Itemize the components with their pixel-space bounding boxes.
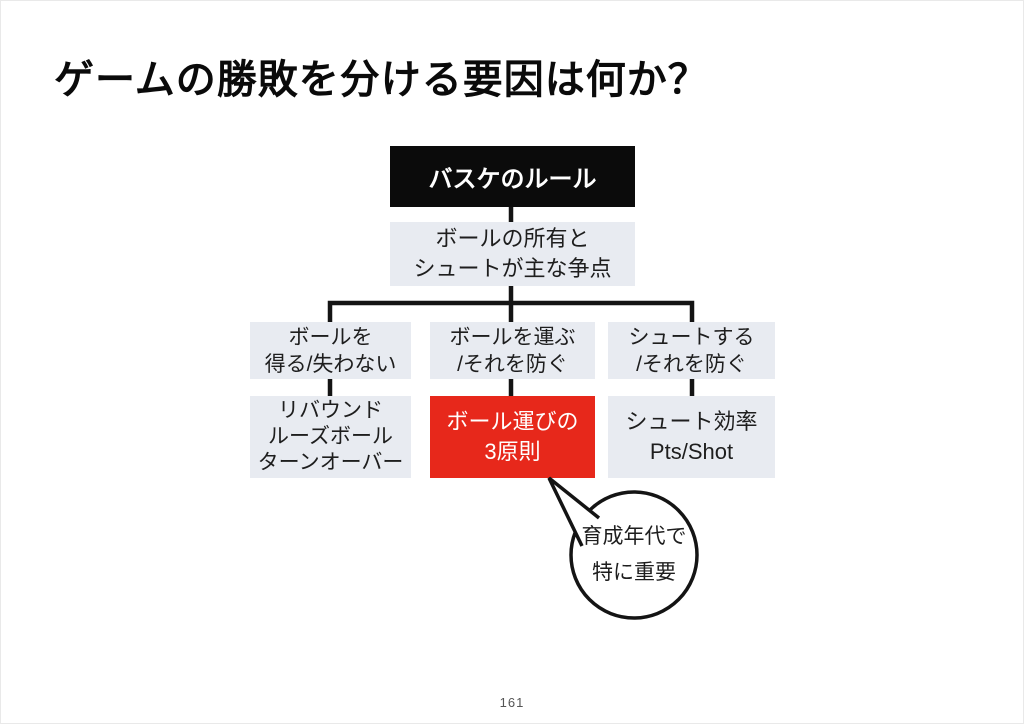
node-label-line: 得る/失わない xyxy=(264,352,397,376)
page-title: ゲームの勝敗を分ける要因は何か？ xyxy=(54,58,709,102)
node-label: バスケのルール xyxy=(428,166,597,193)
node-label-line: ボールを xyxy=(288,325,373,349)
node-get-keep-ball: ボールを 得る/失わない xyxy=(250,322,411,379)
connector-branch-bar xyxy=(327,300,695,322)
node-carry-ball: ボールを運ぶ /それを防ぐ xyxy=(430,322,595,379)
callout-line: 特に重要 xyxy=(592,561,676,584)
node-rebound-looseball-turnover: リバウンド ルーズボール ターンオーバー xyxy=(250,396,411,478)
node-label-line: Pts/Shot xyxy=(649,439,734,464)
callout-bubble-circle xyxy=(569,490,699,620)
node-label-line: ターンオーバー xyxy=(257,451,404,474)
node-basketball-rules: バスケのルール xyxy=(390,146,635,207)
node-possession-and-shots: ボールの所有と シュートが主な争点 xyxy=(390,222,635,286)
node-label-line: リバウンド xyxy=(278,399,383,422)
node-label-line: /それを防ぐ xyxy=(457,352,568,376)
node-label-line: ボール運びの xyxy=(446,409,579,434)
node-label-line: シュート効率 xyxy=(625,409,758,434)
node-label-line: ボールを運ぶ xyxy=(449,325,576,349)
callout-text: 育成年代で 特に重要 xyxy=(564,519,704,591)
node-label-line: シュートが主な争点 xyxy=(413,256,612,281)
node-shot-efficiency: シュート効率 Pts/Shot xyxy=(608,396,775,478)
node-ball-carry-principles: ボール運びの 3原則 xyxy=(430,396,595,478)
node-label-line: 3原則 xyxy=(484,439,541,464)
node-label-line: /それを防ぐ xyxy=(636,352,747,376)
node-label-line: ルーズボール xyxy=(268,425,393,448)
callout-bubble-tail xyxy=(547,476,601,547)
callout-line: 育成年代で xyxy=(581,525,687,548)
node-shoot-or-prevent: シュートする /それを防ぐ xyxy=(608,322,775,379)
page-number: 161 xyxy=(499,695,525,710)
node-label-line: ボールの所有と xyxy=(435,226,590,251)
node-label-line: シュートする xyxy=(628,325,755,349)
